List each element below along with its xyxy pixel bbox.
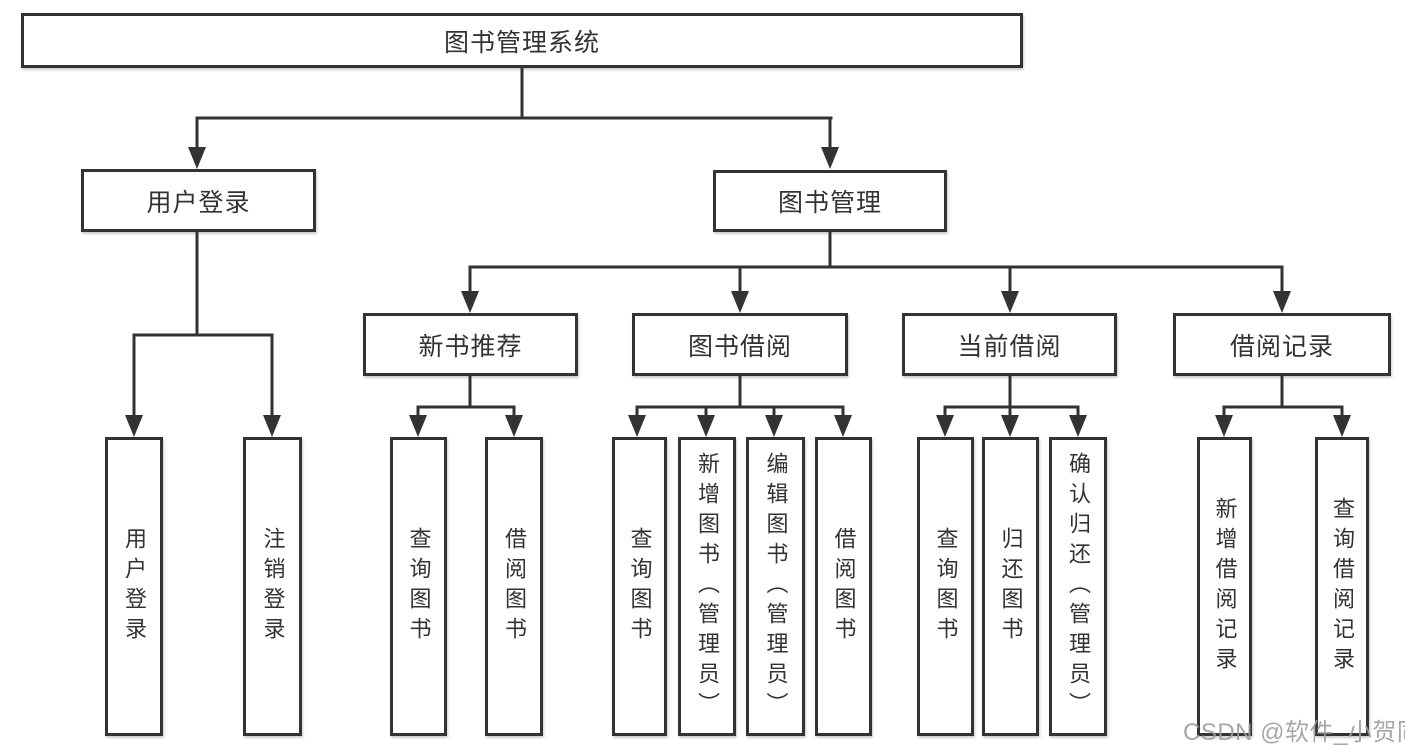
leaf-current-query-label: 查询图书 (933, 526, 959, 647)
leaf-newbooks-borrow: 借阅图书 (485, 437, 543, 736)
node-current-label: 当前借阅 (957, 332, 1062, 361)
node-root-label: 图书管理系统 (443, 28, 600, 57)
leaf-current-confirm-label: 确认归还（管理员） (1066, 451, 1091, 722)
leaf-current-query: 查询图书 (917, 437, 974, 736)
node-user-login: 用户登录 (81, 169, 316, 232)
node-borrowing-label: 图书借阅 (687, 332, 792, 361)
node-new-books: 新书推荐 (363, 313, 578, 376)
leaf-newbooks-query: 查询图书 (390, 437, 447, 736)
leaf-borrowing-borrow-label: 借阅图书 (831, 526, 857, 647)
node-records-label: 借阅记录 (1229, 332, 1334, 361)
leaf-records-query-label: 查询借阅记录 (1330, 496, 1355, 677)
leaf-records-query: 查询借阅记录 (1315, 437, 1369, 736)
node-book-mgmt: 图书管理 (713, 170, 947, 232)
node-current: 当前借阅 (902, 313, 1117, 376)
watermark: CSDN @软件_小贺同学 (1183, 719, 1405, 746)
node-user-login-label: 用户登录 (146, 188, 251, 217)
leaf-records-add: 新增借阅记录 (1197, 437, 1252, 736)
leaf-current-confirm: 确认归还（管理员） (1049, 437, 1107, 736)
node-records: 借阅记录 (1173, 313, 1391, 376)
leaf-logout-label: 注销登录 (260, 526, 286, 647)
leaf-borrowing-query-label: 查询图书 (627, 526, 653, 647)
leaf-borrowing-add: 新增图书（管理员） (678, 437, 736, 736)
leaf-borrowing-borrow: 借阅图书 (815, 437, 872, 736)
leaf-current-return: 归还图书 (982, 437, 1039, 736)
leaf-newbooks-borrow-label: 借阅图书 (502, 526, 527, 647)
leaf-current-return-label: 归还图书 (998, 526, 1024, 647)
leaf-logout: 注销登录 (243, 437, 302, 736)
leaf-user-login: 用户登录 (105, 437, 163, 736)
arrowhead-group (125, 147, 1351, 437)
leaf-borrowing-add-label: 新增图书（管理员） (695, 451, 720, 722)
leaf-borrowing-edit-label: 编辑图书（管理员） (763, 451, 789, 722)
node-book-mgmt-label: 图书管理 (777, 189, 882, 217)
node-new-books-label: 新书推荐 (418, 332, 523, 361)
leaf-borrowing-edit: 编辑图书（管理员） (746, 437, 805, 736)
leaf-user-login-label: 用户登录 (122, 526, 147, 647)
leaf-borrowing-query: 查询图书 (612, 437, 667, 736)
node-borrowing: 图书借阅 (632, 313, 848, 376)
leaf-newbooks-query-label: 查询图书 (406, 526, 432, 647)
leaf-records-add-label: 新增借阅记录 (1212, 496, 1238, 677)
node-root: 图书管理系统 (21, 13, 1023, 68)
